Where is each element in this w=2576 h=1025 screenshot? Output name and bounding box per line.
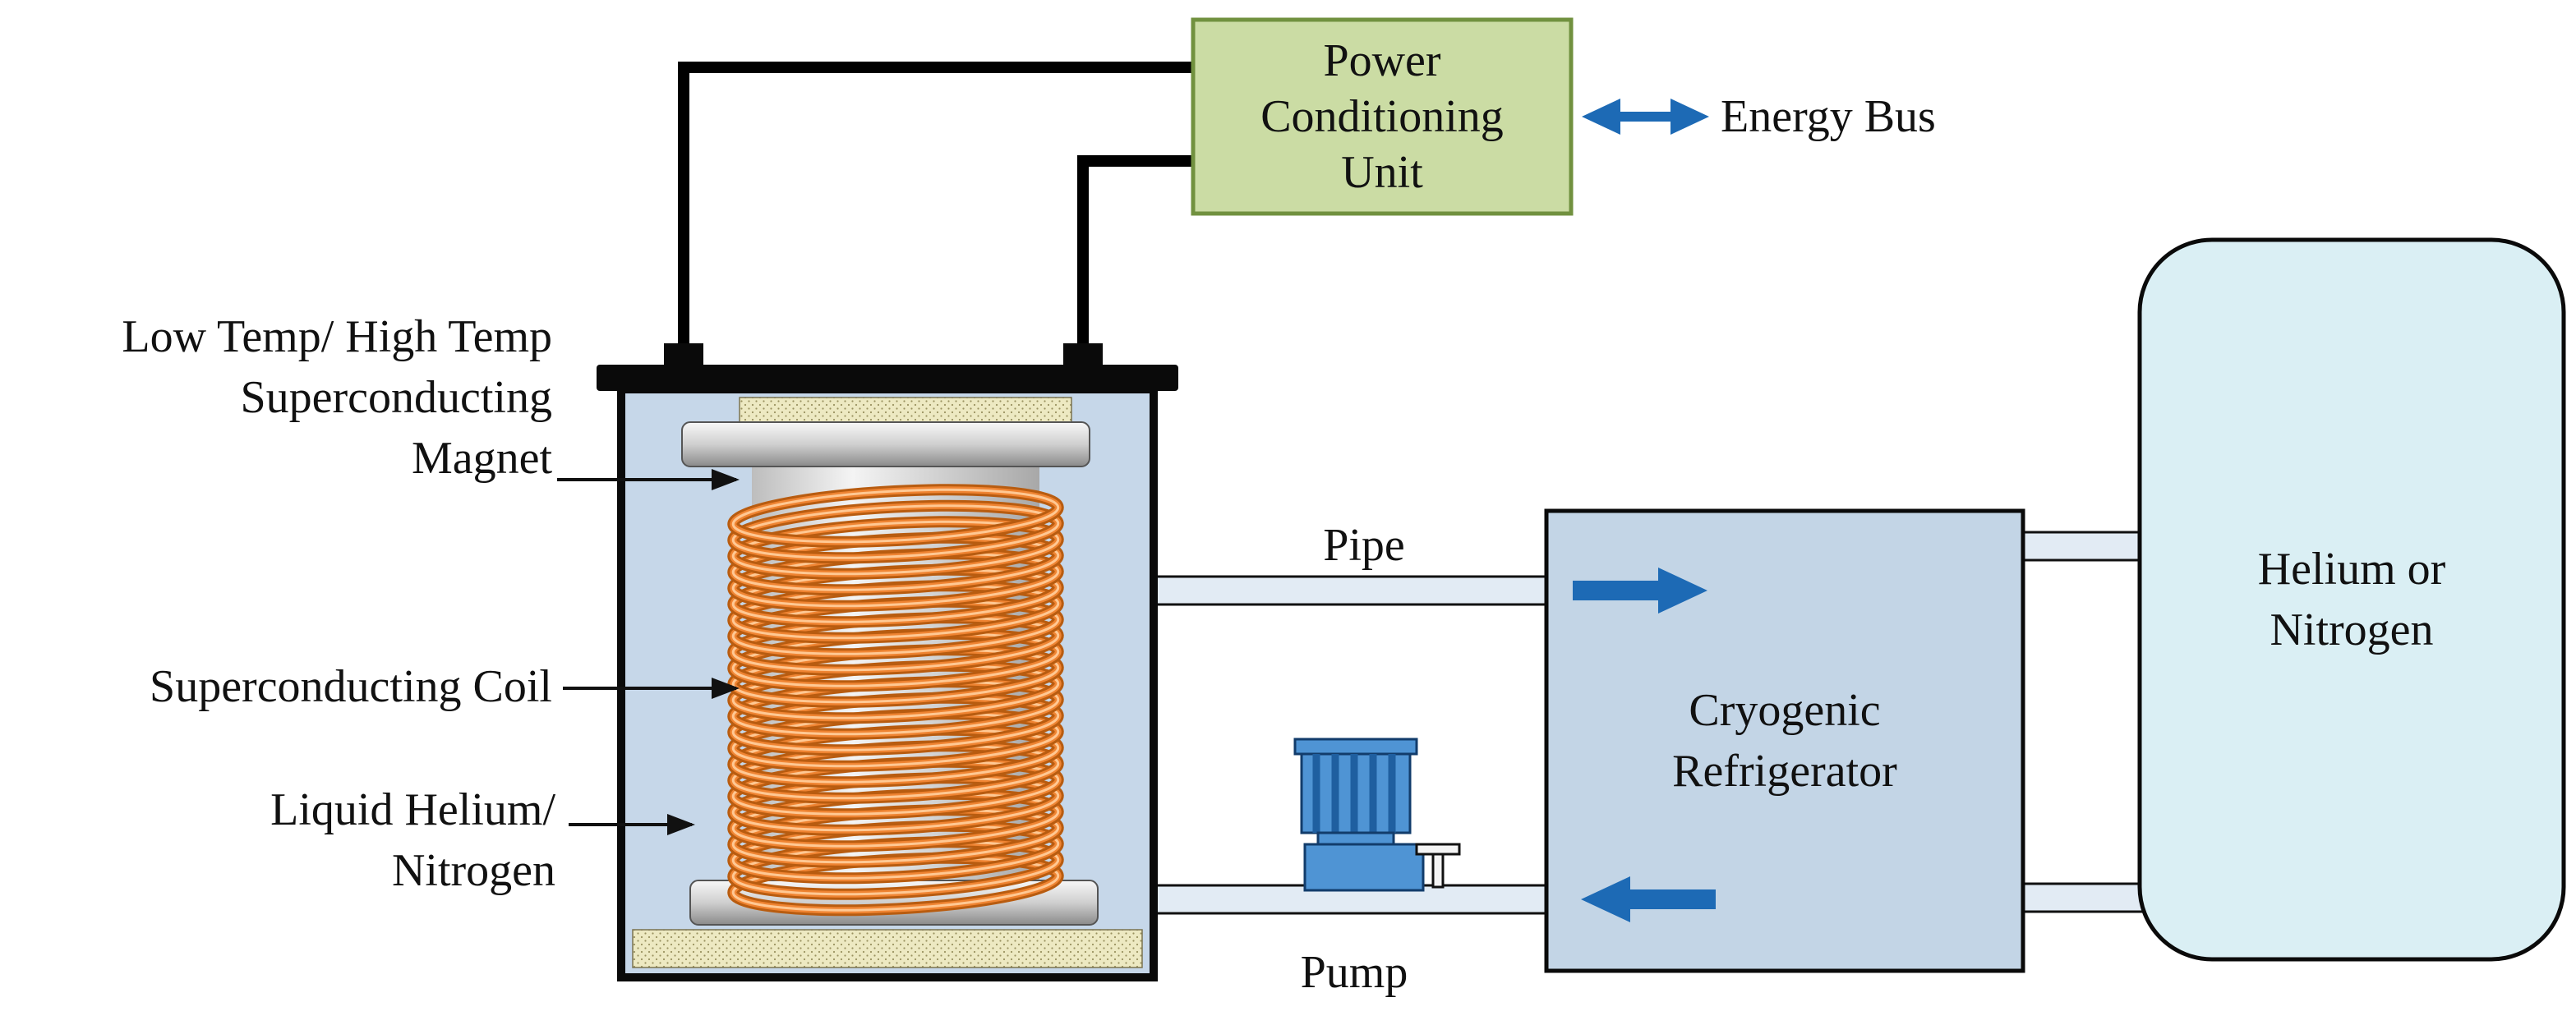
energy-bus-label: Energy Bus <box>1721 91 1936 142</box>
valve-stem <box>1431 851 1445 889</box>
storage-tank-box <box>2137 237 2566 962</box>
pump-label: Pump <box>1300 947 1408 998</box>
pump-flange <box>1316 831 1395 846</box>
cryostat-tank <box>597 343 1178 981</box>
superconducting-coil-icon <box>727 484 1064 917</box>
pcu-box <box>1191 17 1574 216</box>
pump-motor-fins <box>1312 754 1396 833</box>
pipe-top <box>1152 575 1551 606</box>
refrigerator-label: Cryogenic Refrigerator <box>1672 685 1897 797</box>
valve-handle <box>1415 843 1461 856</box>
insulation-strip-bottom <box>632 929 1143 968</box>
pump-icon <box>1293 738 1425 892</box>
pump-casing <box>1303 843 1425 892</box>
pipe-label: Pipe <box>1323 520 1405 571</box>
coil-label: Superconducting Coil <box>150 661 552 712</box>
lid-terminal-right <box>1063 343 1103 366</box>
coil-turn <box>731 488 1060 544</box>
coil-turn <box>731 504 1060 559</box>
coil-turn <box>731 520 1060 576</box>
power-wire-right <box>1077 155 1196 371</box>
valve-icon <box>1415 843 1461 889</box>
lid-terminal-left <box>664 343 703 366</box>
magnet-end-cap-top <box>681 421 1090 467</box>
pump-motor-cap <box>1293 738 1418 756</box>
tank-lid <box>597 365 1178 391</box>
magnet-label: Low Temp/ High Temp Superconducting Magn… <box>122 311 552 484</box>
insulation-strip-top <box>739 397 1072 426</box>
flow-arrow-right-icon <box>1573 568 1707 614</box>
pipe-right-top <box>2018 531 2145 562</box>
power-wire-left <box>678 62 1196 371</box>
flow-arrow-left-icon <box>1581 876 1716 922</box>
liquid-label: Liquid Helium/ Nitrogen <box>270 784 555 896</box>
energy-bus-arrow-icon <box>1582 99 1709 135</box>
storage-label: Helium or Nitrogen <box>2257 544 2446 655</box>
pcu-label: Power Conditioning Unit <box>1260 35 1504 198</box>
pipe-right-bottom <box>2018 882 2145 913</box>
